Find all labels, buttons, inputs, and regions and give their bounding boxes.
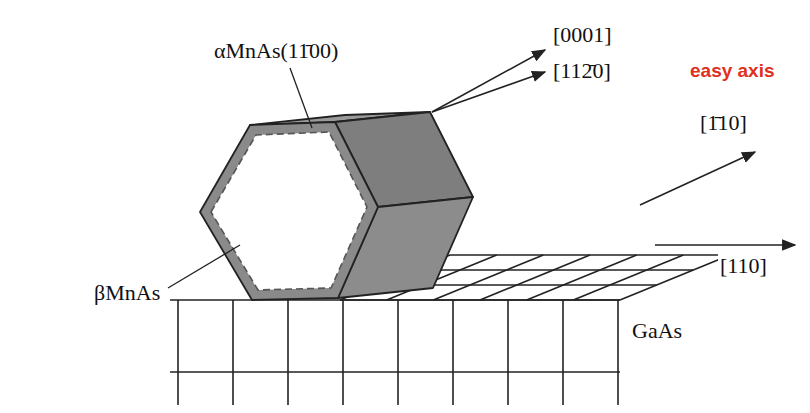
leader-lines bbox=[168, 68, 312, 288]
direction-label: [0001] bbox=[551, 22, 614, 47]
phase-label: αMnAs(11̄00) bbox=[212, 38, 340, 63]
substrate-label: GaAs bbox=[630, 318, 684, 343]
direction-label: [112̄0] bbox=[551, 58, 613, 83]
phase-label: βMnAs bbox=[92, 280, 162, 305]
direction-arrows bbox=[432, 50, 795, 245]
direction-label: [110] bbox=[718, 253, 769, 278]
direction-label: [1̄10] bbox=[698, 110, 749, 135]
axis-note: easy axis bbox=[688, 60, 777, 82]
mnas-prism bbox=[200, 112, 473, 300]
